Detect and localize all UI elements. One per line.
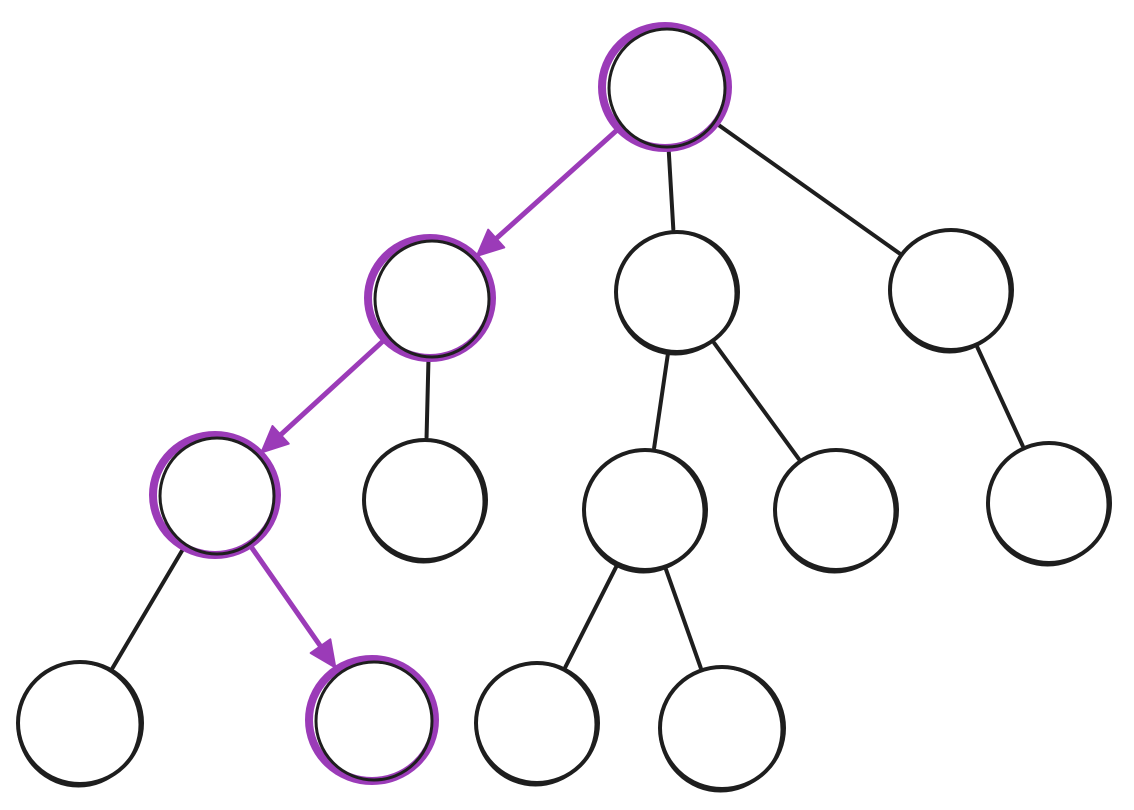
node-b: [614, 230, 740, 356]
node-sketch-outline: [888, 229, 1011, 354]
edge-line: [272, 338, 387, 443]
node-fill: [775, 449, 897, 571]
node-sketch-outline: [658, 666, 783, 793]
node-a1x: [16, 660, 144, 788]
node-inner-outline: [158, 436, 276, 556]
node-fill: [18, 661, 142, 785]
node-a2: [362, 438, 488, 564]
node-fill: [660, 666, 784, 790]
edge-line: [975, 345, 1025, 448]
node-sketch-outline: [773, 449, 896, 574]
edge-line: [712, 340, 801, 462]
edge-line: [487, 127, 620, 247]
edge-b-b2: [712, 340, 801, 462]
edge-line: [248, 544, 328, 656]
edge-line: [666, 148, 676, 232]
edge-b-b1: [652, 352, 670, 450]
node-fill: [603, 25, 727, 149]
node-fill: [310, 658, 434, 782]
edge-root-c: [715, 122, 902, 256]
node-b1: [582, 448, 708, 574]
edge-root-b: [666, 148, 676, 232]
node-fill: [584, 449, 706, 571]
nodes-layer: [16, 22, 1112, 793]
node-sketch-outline: [474, 662, 597, 787]
node-b2: [773, 448, 899, 574]
edge-line: [652, 352, 670, 450]
node-inner-outline: [373, 239, 491, 359]
arrowhead-icon: [260, 425, 290, 454]
node-fill: [369, 237, 491, 359]
node-a: [364, 234, 496, 362]
node-b1y: [658, 665, 786, 793]
arrowhead-icon: [475, 228, 506, 257]
edge-root-a: [475, 127, 620, 257]
node-sketch-outline: [16, 661, 141, 788]
edge-b1-b1y: [663, 567, 703, 670]
edge-a-a2: [424, 358, 431, 440]
edge-b1-b1x: [563, 564, 619, 669]
node-root: [598, 22, 732, 152]
edge-line: [424, 358, 431, 440]
node-a1: [149, 431, 281, 559]
edge-line: [715, 122, 902, 256]
edge-c-c1: [975, 345, 1025, 448]
node-inner-outline: [607, 27, 727, 149]
edge-line: [563, 564, 619, 669]
node-sketch-outline: [986, 442, 1109, 567]
edge-a1-a1x: [110, 547, 185, 670]
node-fill: [988, 442, 1110, 564]
node-inner-outline: [314, 660, 434, 782]
edge-a1-a1y: [248, 544, 337, 669]
node-fill: [476, 662, 598, 784]
node-sketch-outline: [582, 449, 705, 574]
edges-layer: [110, 122, 1025, 670]
node-b1x: [474, 661, 600, 787]
edge-a-a1: [260, 338, 387, 454]
node-a1y: [305, 655, 439, 785]
node-c1: [986, 441, 1112, 567]
node-c: [888, 228, 1014, 354]
node-fill: [154, 434, 276, 556]
node-fill: [890, 229, 1012, 351]
node-fill: [616, 231, 738, 353]
node-sketch-outline: [362, 439, 485, 564]
node-fill: [364, 439, 486, 561]
edge-line: [110, 547, 185, 670]
node-sketch-outline: [614, 231, 737, 356]
arrowhead-icon: [309, 638, 337, 669]
edge-line: [663, 567, 703, 670]
